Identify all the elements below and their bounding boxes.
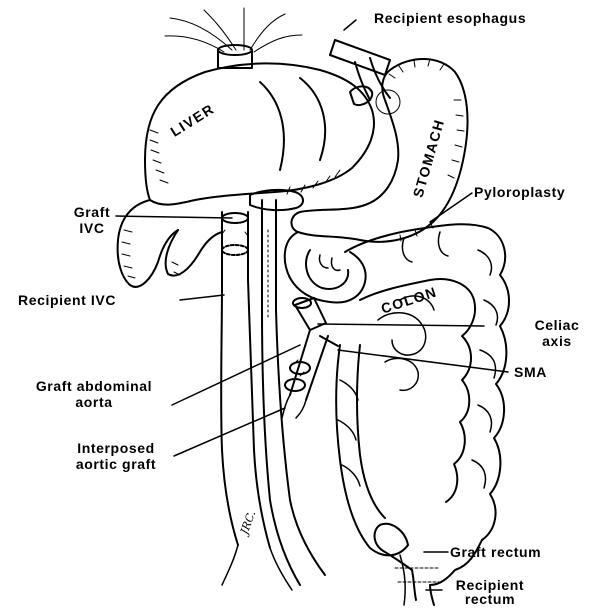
- ascending-colon: [336, 345, 408, 555]
- label-graft-ivc-line1: Graft: [66, 204, 118, 220]
- rectum: [395, 555, 440, 605]
- label-pyloroplasty: Pyloroplasty: [474, 184, 565, 200]
- label-graft-abdominal-aorta: Graft abdominal aorta: [14, 378, 174, 410]
- colon-inner-wall: [360, 279, 475, 502]
- celiac-axis-stump: [293, 298, 326, 330]
- label-celiac-axis: Celiac axis: [526, 317, 588, 349]
- label-recipient-rectum: Recipient rectum: [440, 578, 540, 606]
- duodenum-inner: [306, 250, 348, 289]
- interposed-aortic-graft-vessel: [282, 330, 328, 418]
- label-celiac-line2: axis: [526, 333, 588, 349]
- aorta-vessel: [262, 200, 325, 585]
- label-recipient-rectum-line2: rectum: [440, 592, 540, 606]
- graft-ivc-vessel: [222, 212, 248, 280]
- label-graft-rectum: Graft rectum: [450, 544, 541, 560]
- label-graft-aorta-line1: Graft abdominal: [14, 378, 174, 394]
- colon-outline: [345, 224, 509, 585]
- label-interposed-line2: aortic graft: [56, 456, 176, 472]
- liver-right-lobe-lower: [166, 230, 222, 276]
- label-interposed-line1: Interposed: [56, 440, 176, 456]
- liver-fold: [260, 82, 284, 170]
- label-graft-aorta-line2: aorta: [14, 394, 174, 410]
- liver-fold-2: [300, 78, 325, 160]
- label-graft-ivc: Graft IVC: [66, 204, 118, 236]
- label-recipient-rectum-line1: Recipient: [440, 578, 540, 592]
- ascending-colon-inner: [357, 345, 385, 518]
- label-recipient-ivc: Recipient IVC: [18, 292, 116, 308]
- label-interposed-aortic-graft: Interposed aortic graft: [56, 440, 176, 472]
- label-sma: SMA: [514, 364, 547, 380]
- sma-stump: [320, 336, 338, 346]
- pyloroplasty-ridges: [319, 255, 340, 270]
- label-celiac-line1: Celiac: [526, 317, 588, 333]
- label-graft-ivc-line2: IVC: [66, 220, 118, 236]
- recipient-esophagus-tube: [330, 40, 390, 105]
- label-recipient-esophagus: Recipient esophagus: [374, 10, 526, 26]
